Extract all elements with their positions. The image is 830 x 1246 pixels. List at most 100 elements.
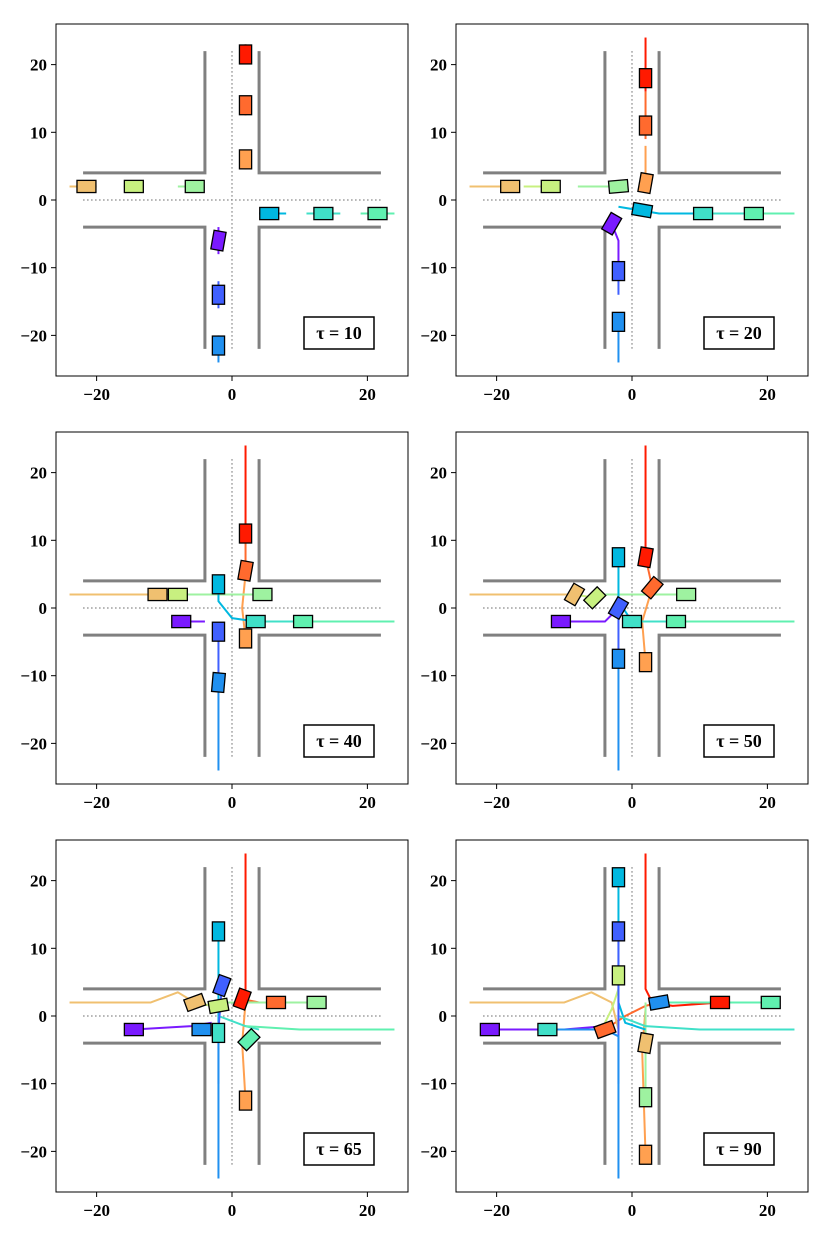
tau-label: τ = 20	[716, 323, 762, 343]
x-tick-label: 20	[759, 385, 776, 404]
road-wall	[657, 51, 781, 175]
vehicle-marker	[238, 44, 253, 65]
x-tick-label: −20	[83, 385, 110, 404]
vehicle-marker	[692, 206, 714, 221]
vehicle-marker	[638, 1087, 653, 1108]
road-wall	[257, 459, 381, 583]
road-wall	[83, 633, 207, 757]
x-tick-label: 20	[759, 1201, 776, 1220]
vehicle-marker	[582, 585, 607, 610]
vehicle-marker	[611, 260, 626, 282]
tau-label: τ = 65	[316, 1139, 362, 1159]
tau-label-box	[703, 724, 775, 758]
vehicle-marker	[211, 335, 226, 356]
vehicle-marker	[238, 1090, 253, 1111]
road-wall	[257, 1041, 381, 1165]
road-wall	[483, 459, 607, 583]
vehicle-marker	[207, 997, 230, 1015]
tau-label: τ = 10	[316, 323, 362, 343]
y-tick-label: −20	[20, 734, 47, 753]
road-wall	[257, 633, 381, 757]
x-tick-label: 0	[228, 385, 237, 404]
vehicle-marker	[537, 1022, 558, 1037]
vehicle-marker	[211, 921, 226, 942]
vehicle-marker	[637, 546, 654, 569]
road-wall	[483, 867, 607, 991]
vehicle-marker	[238, 628, 253, 649]
vehicle-marker	[550, 614, 572, 629]
y-tick-label: −20	[20, 1142, 47, 1161]
vehicle-marker	[259, 206, 280, 221]
y-tick-label: −20	[420, 1142, 447, 1161]
vehicle-marker	[631, 201, 654, 219]
y-tick-label: 20	[430, 56, 447, 75]
y-tick-label: 20	[430, 464, 447, 483]
vehicle-marker	[637, 171, 654, 195]
vehicle-marker	[237, 559, 254, 582]
y-tick-label: 0	[439, 191, 448, 210]
x-tick-label: −20	[483, 1201, 510, 1220]
vehicle-marker	[191, 1022, 212, 1037]
y-tick-label: 10	[430, 531, 447, 550]
x-tick-label: −20	[483, 385, 510, 404]
vehicle-marker	[211, 1022, 226, 1044]
y-tick-label: 0	[39, 1007, 48, 1026]
y-tick-label: 20	[30, 872, 47, 891]
tau-label: τ = 50	[716, 731, 762, 751]
x-tick-label: 20	[359, 1201, 376, 1220]
vehicle-marker	[236, 1027, 261, 1052]
vehicle-marker	[479, 1022, 500, 1037]
y-tick-label: 20	[430, 872, 447, 891]
vehicle-marker	[211, 621, 226, 642]
x-tick-label: 20	[759, 793, 776, 812]
vehicle-marker	[607, 595, 630, 621]
vehicle-marker	[638, 1144, 653, 1165]
vehicle-marker	[600, 211, 623, 236]
road-wall	[83, 51, 207, 175]
vehicle-marker	[292, 614, 314, 629]
vehicle-marker	[76, 179, 97, 194]
vehicle-marker	[238, 523, 253, 544]
y-tick-label: −20	[20, 326, 47, 345]
trajectory-line	[241, 574, 247, 639]
vehicle-marker	[638, 68, 653, 89]
vehicle-marker	[171, 614, 192, 629]
road-wall	[657, 225, 781, 349]
road-wall	[83, 225, 207, 349]
x-tick-label: 0	[628, 793, 637, 812]
trajectory-line	[618, 1015, 795, 1031]
road-wall	[83, 867, 207, 991]
vehicle-marker	[611, 311, 626, 332]
tau-label: τ = 90	[716, 1139, 762, 1159]
vehicle-marker	[211, 284, 226, 305]
y-tick-label: 10	[30, 123, 47, 142]
y-tick-label: 20	[30, 56, 47, 75]
vehicle-marker	[743, 206, 764, 221]
vehicle-marker	[640, 575, 664, 600]
y-tick-label: −10	[20, 1075, 47, 1094]
y-tick-label: 10	[430, 123, 447, 142]
road-wall	[657, 867, 781, 991]
road-wall	[83, 1041, 207, 1165]
vehicle-marker	[647, 994, 671, 1011]
vehicle-marker	[621, 614, 643, 629]
tau-label-box	[303, 1132, 375, 1166]
y-tick-label: −10	[420, 259, 447, 278]
y-tick-label: 10	[430, 939, 447, 958]
road-wall	[483, 51, 607, 175]
vehicle-marker	[367, 206, 388, 221]
trajectory-line	[469, 991, 620, 1030]
y-tick-label: 10	[30, 939, 47, 958]
vehicle-marker	[238, 95, 253, 116]
road-wall	[483, 633, 607, 757]
vehicle-marker	[313, 206, 334, 221]
y-tick-label: −10	[20, 667, 47, 686]
vehicle-marker	[306, 995, 327, 1010]
vehicle-marker	[611, 547, 626, 568]
vehicle-marker	[637, 1031, 654, 1055]
vehicle-marker	[211, 574, 226, 595]
x-tick-label: 0	[628, 1201, 637, 1220]
vehicle-marker	[593, 1019, 617, 1040]
y-tick-label: 0	[39, 191, 48, 210]
